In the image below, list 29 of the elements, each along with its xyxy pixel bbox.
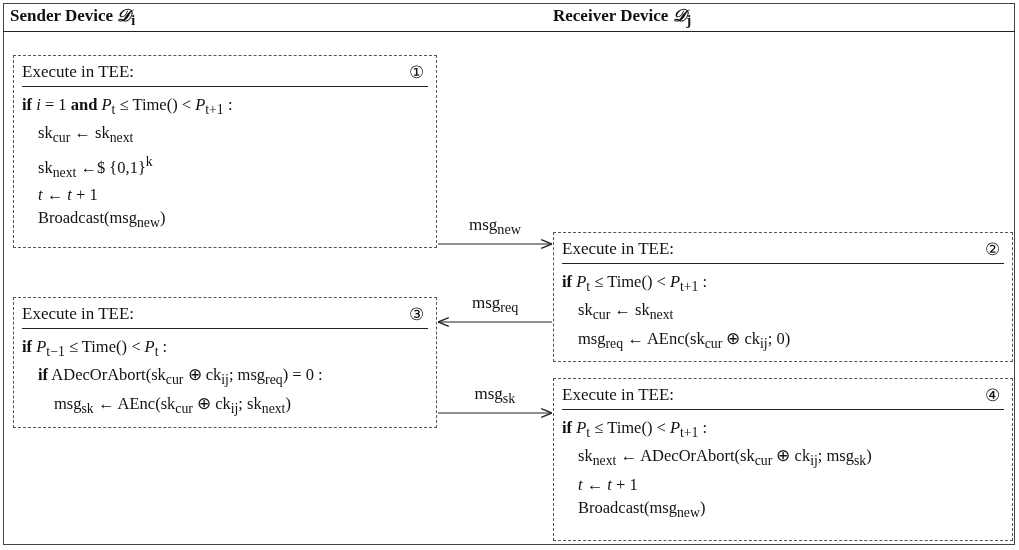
column-heading: Receiver Device 𝒟$_{j}$ — [553, 6, 692, 30]
code-line: Broadcast(msg$_{new}$) — [38, 207, 166, 233]
code-line: sk$_{next}$ ← ADecOrAbort(sk$_{cur}$ ⊕ ck$_{ij}$; msg$_{sk}$) — [578, 445, 872, 471]
code-line: if P$_{t−1}$ ≤ Time() < P$_{t}$ : — [22, 336, 168, 362]
tee-box — [13, 297, 437, 428]
tee-box — [553, 378, 1013, 541]
code-line: sk$_{next}$ ←$ {0,1}$^{k}$ — [38, 152, 153, 182]
step-number: ① — [409, 62, 424, 83]
step-number: ③ — [409, 304, 424, 325]
code-line: sk$_{cur}$ ← sk$_{next}$ — [38, 122, 134, 148]
code-line: sk$_{cur}$ ← sk$_{next}$ — [578, 299, 674, 325]
code-line: msg$_{req}$ ← AEnc(sk$_{cur}$ ⊕ ck$_{ij}$; 0) — [578, 327, 791, 353]
code-line: if P$_{t}$ ≤ Time() < P$_{t+1}$ : — [562, 271, 708, 297]
code-line: msg$_{sk}$ ← AEnc(sk$_{cur}$ ⊕ ck$_{ij}$; sk$_{next}$) — [54, 392, 291, 418]
code-line: if P$_{t}$ ≤ Time() < P$_{t+1}$ : — [562, 417, 708, 443]
code-line: Broadcast(msg$_{new}$) — [578, 496, 706, 522]
heading-text: Execute in TEE: — [562, 239, 675, 258]
tee-box — [13, 55, 437, 248]
column-heading: Sender Device 𝒟$_{i}$ — [10, 6, 136, 30]
code-line: if i = 1 and P$_{t}$ ≤ Time() < P$_{t+1}$ : — [22, 94, 233, 120]
heading-text: Execute in TEE: — [562, 385, 675, 404]
step-number: ④ — [985, 385, 1000, 406]
code-line: t ← t + 1 — [578, 473, 638, 496]
code-line: if ADecOrAbort(sk$_{cur}$ ⊕ ck$_{ij}$; msg$_{req}$) = 0 : — [38, 364, 323, 390]
code-line: t ← t + 1 — [38, 184, 98, 207]
heading-text: Execute in TEE: — [22, 304, 135, 323]
tee-box — [553, 232, 1013, 362]
heading-text: Execute in TEE: — [22, 62, 135, 81]
step-number: ② — [985, 239, 1000, 260]
